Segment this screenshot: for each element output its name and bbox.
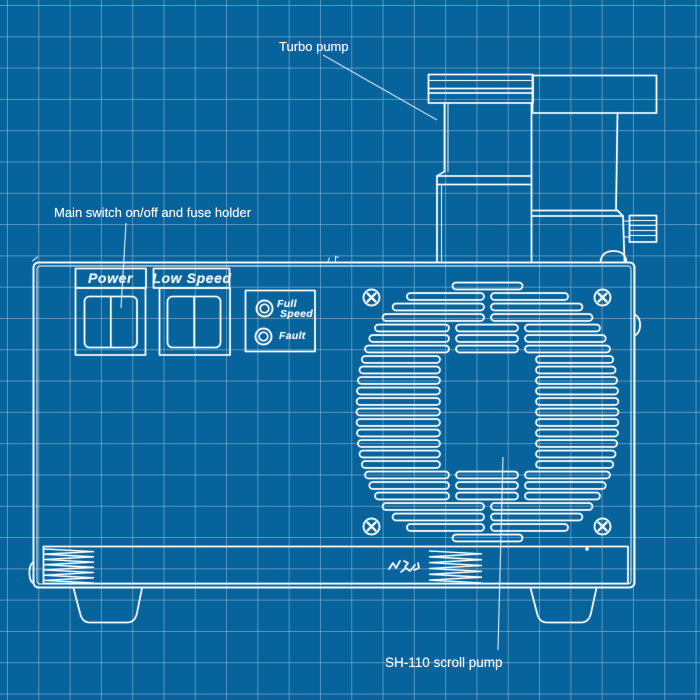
leader-lines — [120, 54, 504, 651]
screw-icon — [593, 517, 612, 536]
scroll-pump-leader — [497, 456, 504, 651]
left-foot — [72, 587, 143, 624]
right-edge-bump — [633, 313, 641, 337]
right-foot — [529, 587, 598, 624]
main-switch-leader — [120, 222, 127, 309]
band-scribble — [388, 560, 420, 573]
fan-grille — [355, 281, 620, 543]
screw-icon — [362, 288, 381, 307]
low-speed-label: Low Speed — [152, 270, 232, 286]
full-speed-label-line1: Full — [277, 298, 297, 310]
full-speed-label: Full Speed — [277, 299, 317, 321]
indicator-panel — [244, 289, 316, 353]
fault-label: Fault — [279, 331, 315, 343]
power-switch-box — [74, 287, 147, 356]
vent-valve-knob — [624, 214, 658, 243]
left-edge-tab — [28, 561, 35, 584]
top-edge-tick — [327, 257, 330, 262]
turbo-pump-annotation: Turbo pump — [279, 39, 349, 54]
band-notch — [585, 547, 589, 551]
power-label: Power — [87, 270, 133, 286]
full-speed-label-line2: Speed — [280, 308, 314, 320]
corner-tick — [32, 256, 38, 262]
feet — [72, 587, 598, 624]
backing-pump-outline — [531, 74, 658, 263]
scroll-pump-annotation: SH-110 scroll pump — [385, 655, 503, 670]
spring-coils — [43, 548, 483, 584]
low-speed-switch-box — [158, 287, 231, 356]
fault-led — [254, 327, 273, 346]
turbo-pump-outline — [427, 73, 534, 263]
main-switch-annotation: Main switch on/off and fuse holder — [54, 205, 252, 220]
panel-screw-icons — [362, 288, 612, 536]
screw-icon — [593, 288, 612, 307]
screw-icon — [362, 517, 381, 536]
base-band — [42, 545, 629, 585]
full-speed-led — [255, 299, 274, 318]
switch-panel — [74, 267, 231, 356]
turbo-pump-leader — [322, 54, 438, 121]
top-edge-tick — [335, 255, 339, 262]
fault-label-text: Fault — [279, 330, 306, 342]
case-top-hump — [599, 250, 628, 263]
